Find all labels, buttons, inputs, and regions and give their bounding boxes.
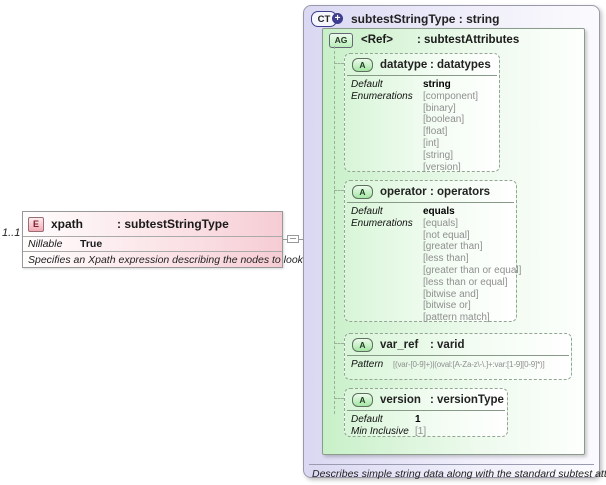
attribute-icon: A: [352, 337, 373, 352]
nillable-label: Nillable: [28, 238, 63, 250]
facet-row: Default equals: [351, 206, 512, 218]
facet-values: [equals][not equal][greater than][less t…: [423, 218, 521, 324]
facet-row: Pattern [(var-[0-9]+)|(oval:[A-Za-z\-\.]+…: [351, 359, 567, 371]
attribute-type: : versionType: [430, 393, 504, 406]
facet-row: Min Inclusive [1]: [351, 426, 503, 438]
facet-value: [float]: [423, 126, 448, 138]
facet-value: [greater than]: [423, 241, 483, 253]
nillable-row: Nillable True: [23, 237, 282, 252]
attribute-tree-stub: [334, 63, 344, 64]
attribute-header: A operator : operators: [347, 181, 514, 203]
attribute-type: : operators: [430, 185, 491, 198]
facet-value: [bitwise and]: [423, 288, 479, 300]
facet-label: Default: [351, 79, 383, 90]
facet-row: Enumerations[equals][not equal][greater …: [351, 217, 521, 324]
complex-type-header: CT + subtestStringType : string: [311, 11, 499, 27]
attribute-tree-line: [334, 46, 335, 414]
facet-value: 1: [415, 414, 421, 425]
element-icon: E: [28, 216, 44, 232]
cardinality-label: 1..1: [2, 227, 21, 239]
attribute-name: operator: [380, 185, 427, 198]
facet-label: Enumerations: [351, 217, 413, 229]
attribute-header: A datatype : datatypes: [347, 54, 497, 76]
attribute-name: var_ref: [380, 338, 419, 351]
facet-label: Default: [351, 414, 383, 425]
complex-type-icon: CT +: [311, 11, 343, 27]
facet-value: [less than or equal]: [423, 276, 508, 288]
attribute-tree-stub: [334, 190, 344, 191]
element-name: xpath: [51, 217, 84, 231]
element-type: : subtestStringType: [117, 217, 229, 231]
element-header: E xpath : subtestStringType: [23, 212, 282, 237]
facet-value: [1]: [415, 425, 427, 437]
facet-label: Pattern: [351, 359, 384, 370]
attribute-group-type: : subtestAttributes: [417, 34, 520, 46]
element-description: Specifies an Xpath expression describing…: [28, 254, 318, 266]
facet-value: [not equal]: [423, 229, 470, 241]
facet-value: [binary]: [423, 102, 456, 114]
facet-value: [component]: [423, 90, 479, 102]
attribute-name: version: [380, 393, 421, 406]
facet-label: Default: [351, 206, 383, 217]
attribute-group-ref: <Ref>: [361, 34, 393, 46]
facet-row: Default 1: [351, 414, 503, 426]
facet-label: Min Inclusive: [351, 425, 409, 437]
footer-divider: [309, 464, 594, 465]
element-box-xpath: E xpath : subtestStringType Nillable Tru…: [22, 211, 318, 268]
facet-values: equals: [423, 206, 455, 218]
facet-values: [1]: [415, 426, 426, 438]
facet-value: [pattern match]: [423, 312, 490, 324]
complex-type-description: Describes simple string data along with …: [312, 468, 606, 480]
facet-values: [component][binary][boolean][float][int]…: [423, 91, 478, 174]
attribute-header: A var_ref : varid: [347, 334, 569, 356]
facet-row: Enumerations [component][binary][boolean]…: [351, 91, 495, 174]
facet-value: [int]: [423, 137, 440, 149]
attribute-icon: A: [352, 392, 373, 407]
facet-value: equals: [423, 206, 455, 217]
facet-label: Enumerations: [351, 90, 413, 102]
facet-value: [string]: [423, 149, 454, 161]
attribute-group-header: AG <Ref> : subtestAttributes: [323, 29, 584, 51]
attribute-name: datatype: [380, 58, 428, 71]
attribute-type: : varid: [430, 338, 465, 351]
attribute-facets: Pattern [(var-[0-9]+)|(oval:[A-Za-z\-\.]+…: [345, 356, 571, 373]
facet-value: [less than]: [423, 253, 469, 265]
nillable-value: True: [80, 238, 103, 250]
complex-type-title: subtestStringType : string: [351, 12, 500, 26]
attribute-type: : datatypes: [430, 58, 491, 71]
facet-value: [equals]: [423, 217, 459, 229]
facet-value: [boolean]: [423, 114, 465, 126]
facet-values: [(var-[0-9]+)|(oval:[A-Za-z\-\.]+:var:[1…: [393, 359, 545, 371]
facet-value: [greater than or equal]: [423, 264, 522, 276]
attribute-tree-stub: [334, 343, 344, 344]
attribute-icon: A: [352, 57, 373, 72]
attribute-tree-stub: [334, 398, 344, 399]
facet-values: 1: [415, 414, 421, 426]
attribute-header: A version : versionType: [347, 389, 505, 411]
reference-connector: [287, 235, 299, 243]
facet-values: string: [423, 79, 451, 91]
complex-type-icon-label: CT: [317, 13, 331, 25]
facet-value: [bitwise or]: [423, 300, 471, 312]
facet-value: [version]: [423, 161, 461, 173]
attribute-box-var-ref: A var_ref : varid Pattern [(var-[0-9]+)|(…: [344, 333, 572, 380]
facet-value: [(var-[0-9]+)|(oval:[A-Za-z\-\.]+:var:[1…: [393, 360, 545, 369]
expand-icon[interactable]: +: [332, 13, 343, 24]
facet-value: string: [423, 79, 451, 90]
facet-row: Default string: [351, 79, 495, 91]
attribute-icon: A: [352, 184, 373, 199]
attribute-group-icon: AG: [329, 32, 353, 48]
